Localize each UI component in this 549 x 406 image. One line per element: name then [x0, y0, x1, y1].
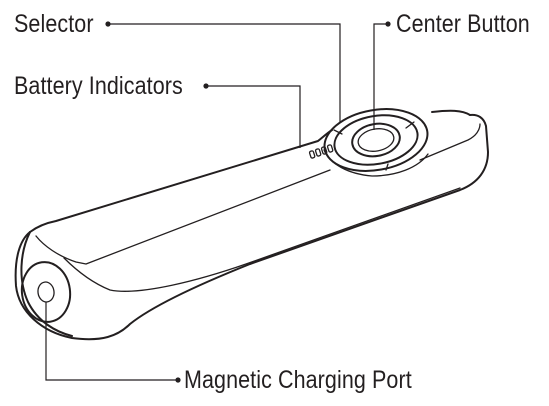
battery-indicators: [308, 144, 334, 159]
leader-charging-port: [45, 302, 181, 383]
leader-battery-indicators: [203, 83, 301, 148]
selector-ring: [323, 108, 429, 177]
device-body: [14, 109, 489, 341]
charging-port: [20, 261, 72, 323]
leader-selector: [105, 21, 341, 122]
center-button: [351, 122, 401, 158]
center-button-label: Center Button: [396, 10, 530, 38]
leader-center-button: [373, 21, 391, 130]
selector-label: Selector: [14, 10, 94, 38]
charging-port-label: Magnetic Charging Port: [184, 366, 412, 394]
battery-indicators-label: Battery Indicators: [14, 72, 183, 100]
